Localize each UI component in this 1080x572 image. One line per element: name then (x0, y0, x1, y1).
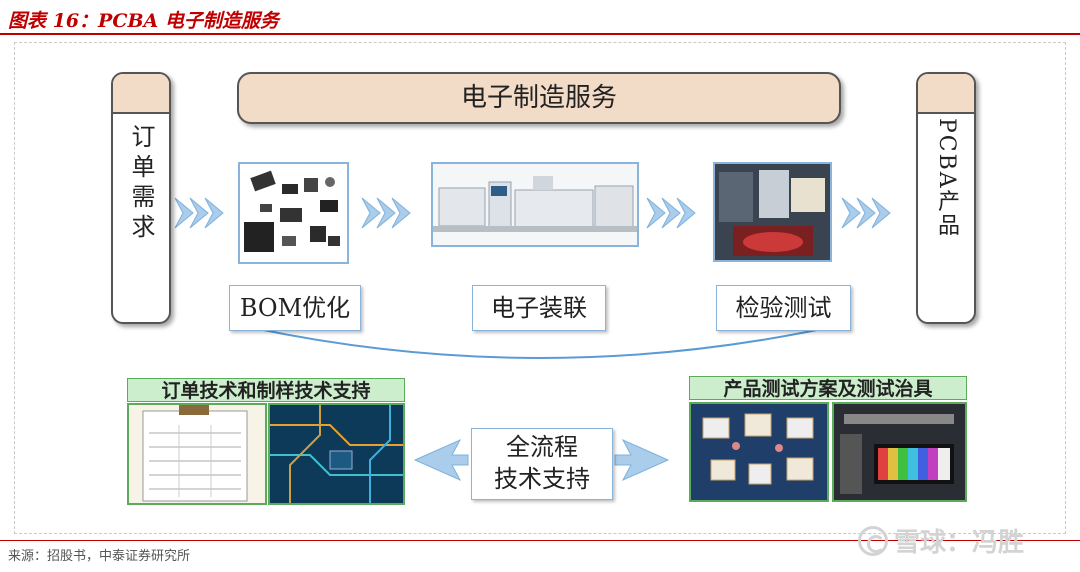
order-demand-pillar: 订单需求 (111, 72, 171, 324)
inspection-machine-photo (713, 162, 832, 262)
full-process-support-box: 全流程 技术支持 (471, 428, 613, 500)
chevron-arrow-4 (841, 197, 891, 229)
circuit-illustration (270, 405, 403, 503)
order-form-photo (127, 403, 267, 505)
chevron-arrow-3 (646, 197, 696, 229)
pcba-product-label: PCBA产品 (934, 118, 959, 238)
figure-title: 图表 16：PCBA 电子制造服务 (8, 10, 279, 32)
pcba-product-pillar: PCBA产品 (916, 72, 976, 324)
test-fixtures-photo (689, 402, 829, 502)
test-equipment-illustration (834, 404, 965, 500)
inspection-illustration (715, 164, 830, 260)
diagram-frame (14, 42, 1066, 534)
components-illustration (244, 170, 340, 252)
assembly-line-illustration (433, 164, 637, 245)
tech-support-line: 技术支持 (494, 465, 590, 493)
footer-rule (0, 540, 1080, 541)
smt-assembly-line-photo (431, 162, 639, 247)
circuit-board-photo (268, 403, 405, 505)
order-form-illustration (129, 405, 265, 503)
electronic-components-photo (238, 162, 349, 264)
full-process-line: 全流程 (506, 433, 578, 461)
test-equipment-photo (832, 402, 967, 502)
chevron-arrow-1 (174, 197, 224, 229)
source-note: 来源：招股书，中泰证券研究所 (8, 549, 191, 564)
step-electronic-assembly: 电子装联 (472, 285, 606, 331)
step-inspection-label: 检验测试 (735, 294, 832, 322)
pillar-cap (113, 74, 169, 114)
snowball-logo-icon (858, 525, 888, 556)
step-bom-label: BOM优化 (239, 294, 351, 322)
order-sample-support-header: 订单技术和制样技术支持 (127, 378, 405, 402)
right-pointing-arrow (614, 438, 670, 482)
left-pointing-arrow (413, 438, 469, 482)
step-assembly-label: 电子装联 (491, 294, 587, 322)
title-rule (0, 33, 1080, 35)
test-fixture-header: 产品测试方案及测试治具 (689, 376, 967, 400)
watermark-text: 雪球：冯胜 (894, 528, 1025, 558)
ems-banner: 电子制造服务 (237, 72, 841, 124)
step-inspection-testing: 检验测试 (716, 285, 851, 331)
feedback-curve (234, 323, 846, 359)
chevron-arrow-2 (361, 197, 411, 229)
fixtures-illustration (691, 404, 827, 500)
step-bom-optimization: BOM优化 (229, 285, 361, 331)
watermark: 雪球：冯胜 (858, 522, 1024, 559)
order-demand-label: 订单需求 (127, 124, 155, 244)
pillar-cap (918, 74, 974, 114)
